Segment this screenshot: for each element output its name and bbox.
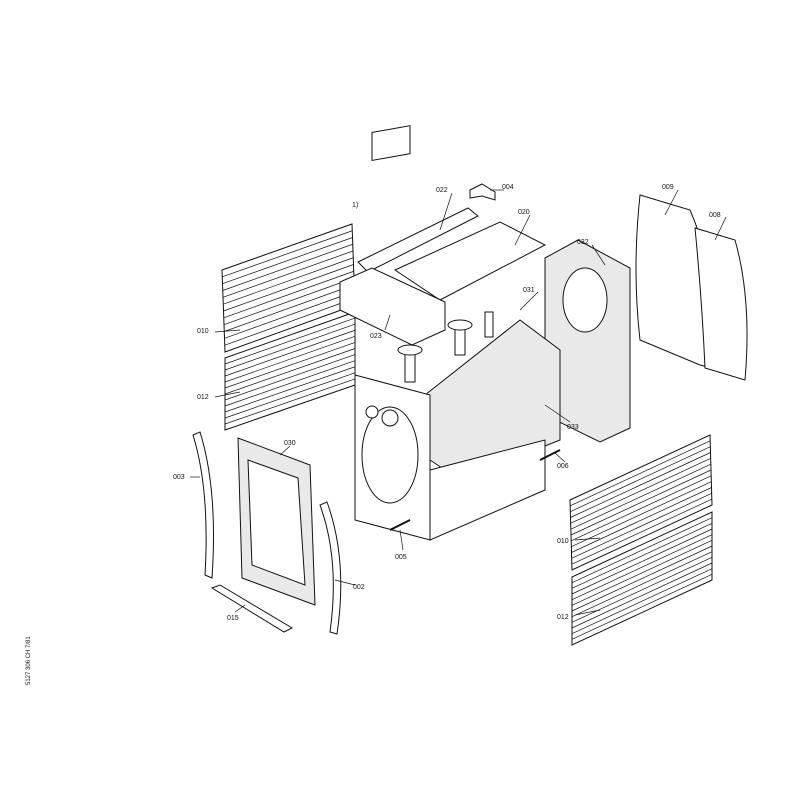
- louver-slat: [222, 243, 353, 291]
- label-part-1: 1): [352, 202, 358, 209]
- louver-slat: [222, 250, 354, 298]
- louver-slat: [570, 440, 711, 507]
- louver-slat: [571, 568, 713, 634]
- louver-slat: [571, 534, 713, 600]
- louvered-side-panels: [221, 223, 713, 646]
- label-part-012-left: 012: [197, 394, 209, 401]
- rear-opening: [562, 267, 608, 333]
- louver-slat: [571, 557, 713, 623]
- label-part-010-left: 010: [197, 328, 209, 335]
- part-003-side-strip: [192, 431, 214, 579]
- louver-slat: [571, 523, 713, 589]
- frame-opening: [247, 459, 306, 586]
- louver-slat: [224, 372, 356, 419]
- louver-slat: [224, 360, 356, 407]
- label-part-009: 009: [662, 184, 674, 191]
- louver-slat: [224, 291, 355, 339]
- part-005-pin: [389, 519, 411, 531]
- louver-slat: [224, 342, 356, 389]
- louver-slat: [571, 551, 713, 617]
- louver-slat: [223, 277, 355, 325]
- part-022-top-plate: [357, 207, 479, 273]
- part-004-bracket: [469, 183, 496, 201]
- part-020-top-cover: [393, 221, 547, 301]
- label-part-002: 002: [353, 584, 365, 591]
- label-part-030: 030: [284, 440, 296, 447]
- label-part-008: 008: [709, 212, 721, 219]
- louver-slat: [571, 481, 712, 547]
- part-002-side-strip: [319, 501, 342, 635]
- louver-slat: [223, 257, 354, 305]
- pipe-031: [484, 311, 494, 338]
- louver-slat: [571, 487, 712, 553]
- front-port: [381, 409, 399, 427]
- label-part-022: 022: [436, 187, 448, 194]
- louver-slat: [224, 329, 356, 377]
- label-part-023: 023: [370, 333, 382, 340]
- louver-slat: [571, 545, 713, 612]
- louver-slat: [222, 230, 353, 278]
- louver-slat: [224, 336, 356, 383]
- part-015-bottom-strip: [210, 584, 294, 633]
- louver-slat: [224, 366, 356, 413]
- front-port: [365, 405, 379, 419]
- louver-slat: [571, 562, 713, 629]
- louver-slat: [224, 323, 356, 371]
- louver-slat: [224, 378, 356, 425]
- leader-lines: [190, 189, 727, 616]
- louver-slat: [571, 517, 713, 583]
- louver-slat: [224, 354, 356, 401]
- louver-slat: [571, 475, 712, 542]
- flange: [397, 344, 423, 356]
- louver-slat: [570, 469, 712, 536]
- label-part-005: 005: [395, 554, 407, 561]
- louver-slat: [571, 498, 712, 565]
- louver-slat: [224, 297, 355, 346]
- part-023-front-cover: [339, 267, 446, 346]
- louver-slat: [570, 446, 711, 512]
- boiler-base: [429, 439, 546, 541]
- part-008-rear-panel: [694, 227, 748, 381]
- label-part-015: 015: [227, 615, 239, 622]
- louver-slat: [571, 493, 712, 559]
- label-part-003: 003: [173, 474, 185, 481]
- label-part-006: 006: [557, 463, 569, 470]
- louver-slat: [571, 528, 713, 595]
- louver-slat: [570, 458, 711, 524]
- drawing-reference: 5127 306 CH 7/81: [26, 636, 32, 685]
- louver-slat: [570, 452, 711, 518]
- part-1-control-box: [371, 125, 411, 161]
- label-part-031: 031: [523, 287, 535, 294]
- label-part-012-right: 012: [557, 614, 569, 621]
- louver-slat: [223, 264, 354, 312]
- louver-slat: [570, 463, 711, 530]
- label-part-020: 020: [518, 209, 530, 216]
- label-part-033: 033: [567, 424, 579, 431]
- louver-slat: [224, 348, 356, 395]
- louver-slat: [224, 284, 355, 332]
- front-opening: [361, 406, 419, 504]
- louver-slat: [223, 270, 354, 319]
- louver-slat: [222, 237, 353, 284]
- louver-slat: [571, 540, 713, 606]
- label-part-010-right: 010: [557, 538, 569, 545]
- flange: [447, 319, 473, 331]
- label-part-004: 004: [502, 184, 514, 191]
- louver-slat: [571, 574, 713, 640]
- louver-slat: [224, 317, 356, 365]
- part-006-pin: [539, 449, 561, 461]
- label-part-032: 032: [577, 239, 589, 246]
